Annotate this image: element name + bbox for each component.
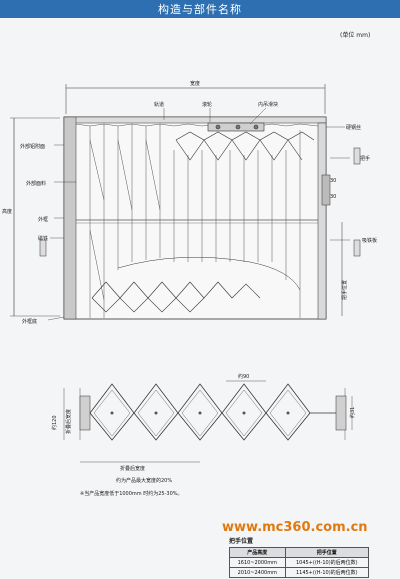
- cell-position: 1045+((H-10)的后两位数): [284, 557, 370, 568]
- handle-gap-label: 30: [330, 178, 336, 184]
- left-post: [63, 116, 77, 320]
- table-title: 把手位置: [229, 538, 254, 545]
- page-title: 构造与部件名称: [158, 3, 242, 16]
- right-post: [317, 122, 327, 320]
- height-label: 高度: [2, 208, 12, 215]
- header-position: 把手位置: [284, 547, 370, 558]
- outer-pipe-label: 外部铝附面: [20, 143, 45, 150]
- wheel-label: 滚轮: [202, 101, 212, 108]
- header-height: 产品高度: [229, 547, 286, 558]
- folded-width-v-label: 约120: [51, 415, 58, 430]
- magnet-label: 磁铁: [38, 235, 48, 242]
- handle-size-label: 30: [330, 194, 336, 200]
- handle-position-table: 把手位置 产品高度 把手位置 1610~2000mm 1045+((H-10)的…: [229, 536, 370, 578]
- door-frame: [63, 116, 327, 320]
- depth-label: 约31: [349, 407, 356, 418]
- magnet-icon: [39, 239, 47, 257]
- handle-label: 把手: [360, 155, 370, 162]
- width-label: 宽度: [190, 80, 200, 87]
- track-label: 轨道: [154, 101, 164, 108]
- table-row: 1610~2000mm 1045+((H-10)的后两位数): [229, 557, 370, 568]
- handle: [321, 174, 331, 206]
- outer-fabric-label: 外部面料: [26, 180, 46, 187]
- cell-height: 2010~2400mm: [229, 567, 286, 578]
- upper-scissor-mechanism: [175, 122, 315, 161]
- page-header: 构造与部件名称: [0, 0, 400, 18]
- watermark-url: www.mc360.com.cn: [222, 520, 368, 535]
- hard-steel-label: 硬钢丝: [346, 124, 361, 131]
- outer-bottom-label: 外框底: [22, 318, 37, 325]
- cell-height: 1610~2000mm: [229, 557, 286, 568]
- iron-plate-icon: [353, 239, 361, 257]
- folded-total-label: 折叠后宽度: [120, 465, 145, 472]
- outer-frame-label: 外框: [38, 216, 48, 223]
- table-row: 2010~2400mm 1145+((H-10)的后两位数): [229, 567, 370, 578]
- pleated-fabric: [75, 123, 319, 318]
- footnote: ※当产品宽度低于1000mm 时约为25-30%。: [80, 490, 183, 497]
- unit-label: (单位 mm): [340, 32, 371, 39]
- pitch-label: 约90: [238, 373, 249, 380]
- handle-detail-icon: [353, 147, 361, 165]
- iron-piece-label: 吸铁板: [362, 237, 377, 244]
- lower-scissor-mechanism: [91, 256, 301, 313]
- inner-slider-label: 内吊滑块: [258, 101, 278, 108]
- top-track: [63, 116, 327, 124]
- cell-position: 1145+((H-10)的后两位数): [284, 567, 370, 578]
- callout-lines: [47, 107, 350, 321]
- folded-width-v-text: 折叠后宽度: [65, 409, 72, 434]
- handle-position-label: 把手位置: [341, 280, 348, 300]
- top-view: 约90 约31 约120 折叠后宽度 折叠后宽度 约为产品最大宽度的20%: [51, 373, 356, 484]
- folded-note: 约为产品最大宽度的20%: [116, 477, 172, 484]
